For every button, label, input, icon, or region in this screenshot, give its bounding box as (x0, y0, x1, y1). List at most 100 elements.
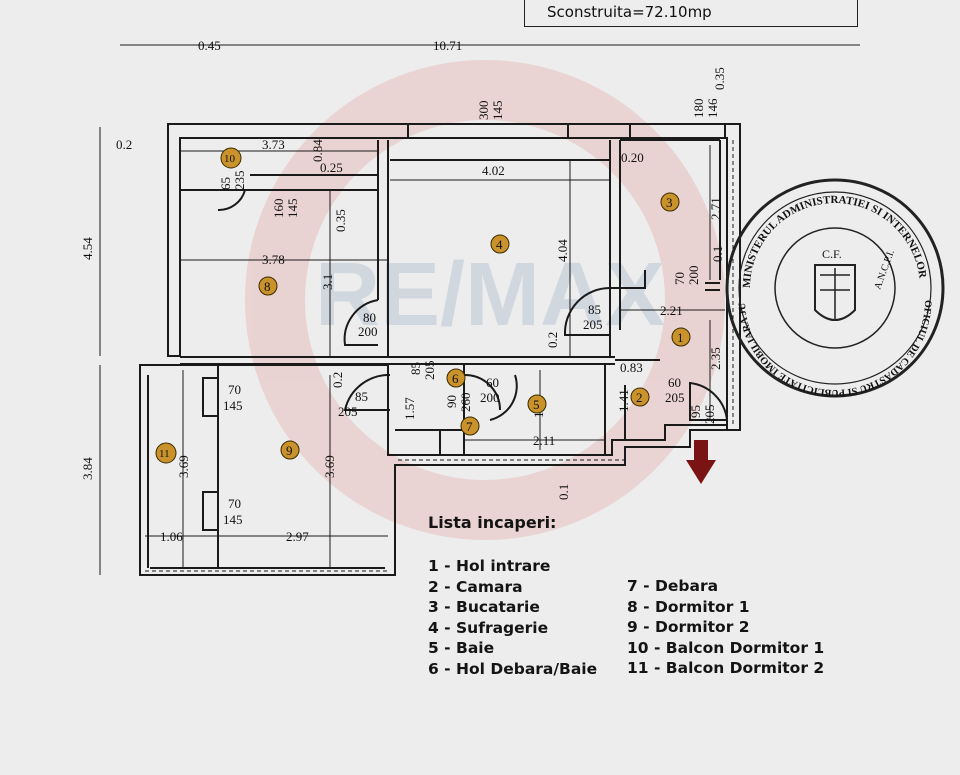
svg-text:9: 9 (286, 443, 293, 458)
area-label: Sconstruita=72.10mp (547, 3, 712, 21)
svg-text:0.1: 0.1 (556, 484, 571, 500)
svg-text:0.35: 0.35 (712, 67, 727, 90)
legend-item: 10 - Balcon Dormitor 1 (627, 638, 825, 657)
svg-text:2.21: 2.21 (660, 303, 683, 318)
room-badge-2: 2 (630, 387, 650, 407)
svg-text:95: 95 (688, 405, 703, 418)
svg-text:4.04: 4.04 (555, 239, 570, 262)
room-badge-8: 8 (258, 276, 278, 296)
svg-text:200: 200 (358, 324, 378, 339)
svg-text:90: 90 (444, 395, 459, 408)
svg-text:0.83: 0.83 (620, 360, 643, 375)
svg-text:1: 1 (677, 330, 684, 345)
room-badge-9: 9 (280, 440, 300, 460)
svg-text:4: 4 (496, 237, 503, 252)
svg-text:3: 3 (666, 195, 673, 210)
dim-top-offset: 0.45 (198, 38, 221, 53)
svg-text:1.57: 1.57 (402, 397, 417, 420)
dim-left-top: 4.54 (80, 237, 95, 260)
svg-text:70: 70 (228, 496, 241, 511)
svg-text:200: 200 (686, 266, 701, 286)
room-badge-1: 1 (671, 327, 691, 347)
area-box: Sconstruita=72.10mp (524, 0, 858, 27)
legend-item: 1 - Hol intrare (428, 557, 551, 575)
svg-text:60: 60 (668, 375, 681, 390)
svg-text:8: 8 (264, 279, 271, 294)
arrow-down-icon (686, 440, 716, 484)
svg-text:3.73: 3.73 (262, 137, 285, 152)
svg-text:3.69: 3.69 (176, 455, 191, 478)
legend-item: 11 - Balcon Dormitor 2 (627, 659, 825, 677)
svg-text:0.35: 0.35 (333, 209, 348, 232)
room-badge-4: 4 (490, 234, 510, 254)
svg-text:200: 200 (480, 390, 500, 405)
svg-text:3.1: 3.1 (320, 274, 335, 290)
svg-text:1.41: 1.41 (616, 389, 631, 412)
door-bed1 (343, 299, 379, 346)
svg-text:145: 145 (285, 199, 300, 219)
door-balcony10 (217, 189, 247, 212)
svg-text:60: 60 (486, 375, 499, 390)
window-bal11-top (202, 377, 219, 417)
svg-text:0.2: 0.2 (545, 332, 560, 348)
room-badge-11: 11 (155, 442, 177, 464)
svg-text:6: 6 (452, 371, 459, 386)
svg-text:7: 7 (466, 419, 473, 434)
svg-text:10: 10 (224, 153, 236, 165)
legend-item: 6 - Hol Debara/Baie (428, 659, 598, 678)
svg-text:2.97: 2.97 (286, 529, 309, 544)
door-entrance (689, 381, 729, 421)
window-kitchen (629, 123, 726, 139)
svg-text:145: 145 (223, 512, 243, 527)
svg-text:205: 205 (665, 390, 685, 405)
svg-text:85: 85 (588, 302, 601, 317)
watermark-text: RE/MAX (315, 245, 665, 345)
svg-text:0.84: 0.84 (310, 139, 325, 162)
legend-item: 9 - Dormitor 2 (627, 618, 750, 636)
svg-text:205: 205 (422, 361, 437, 381)
svg-text:85: 85 (408, 362, 423, 375)
door-bath (489, 374, 518, 421)
room-badge-7: 7 (460, 416, 480, 436)
svg-text:4.02: 4.02 (482, 163, 505, 178)
door-living (563, 286, 611, 336)
svg-text:205: 205 (338, 404, 358, 419)
room-badge-6: 6 (446, 368, 466, 388)
svg-text:0.20: 0.20 (621, 150, 644, 165)
svg-text:205: 205 (702, 405, 717, 425)
stamp-center-1: C.F. (822, 247, 842, 261)
svg-text:145: 145 (490, 101, 505, 121)
door-bed2 (343, 373, 391, 411)
outer-wall-bottom (139, 364, 728, 576)
svg-text:3.69: 3.69 (322, 455, 337, 478)
dim-left-bottom: 3.84 (80, 457, 95, 480)
legend-item: 2 - Camara (428, 577, 523, 596)
remax-watermark: RE/MAX (245, 60, 725, 540)
svg-text:5: 5 (533, 397, 540, 412)
legend-item: 5 - Baie (428, 639, 495, 657)
dim-top-total: 10.71 (433, 38, 462, 53)
svg-text:146: 146 (705, 98, 720, 118)
room-badge-5: 5 (527, 394, 547, 414)
svg-text:2.71: 2.71 (708, 197, 723, 220)
svg-text:300: 300 (476, 101, 491, 121)
door-hall6 (464, 374, 501, 411)
svg-text:3.78: 3.78 (262, 252, 285, 267)
svg-text:235: 235 (232, 171, 247, 191)
svg-text:70: 70 (672, 272, 687, 285)
svg-text:260: 260 (458, 393, 473, 413)
legend-item: 3 - Bucatarie (428, 598, 540, 616)
svg-text:0.2: 0.2 (330, 372, 345, 388)
svg-text:0.1: 0.1 (710, 246, 725, 262)
svg-text:2.11: 2.11 (533, 433, 555, 448)
svg-text:160: 160 (271, 199, 286, 219)
svg-text:0.2: 0.2 (116, 137, 132, 152)
svg-text:65: 65 (218, 177, 233, 190)
room-badge-3: 3 (660, 192, 680, 212)
legend-item: 8 - Dormitor 1 (627, 597, 750, 616)
svg-text:180: 180 (691, 99, 706, 119)
svg-text:145: 145 (223, 398, 243, 413)
svg-text:2: 2 (636, 390, 643, 405)
window-bal11-bottom (202, 491, 219, 531)
